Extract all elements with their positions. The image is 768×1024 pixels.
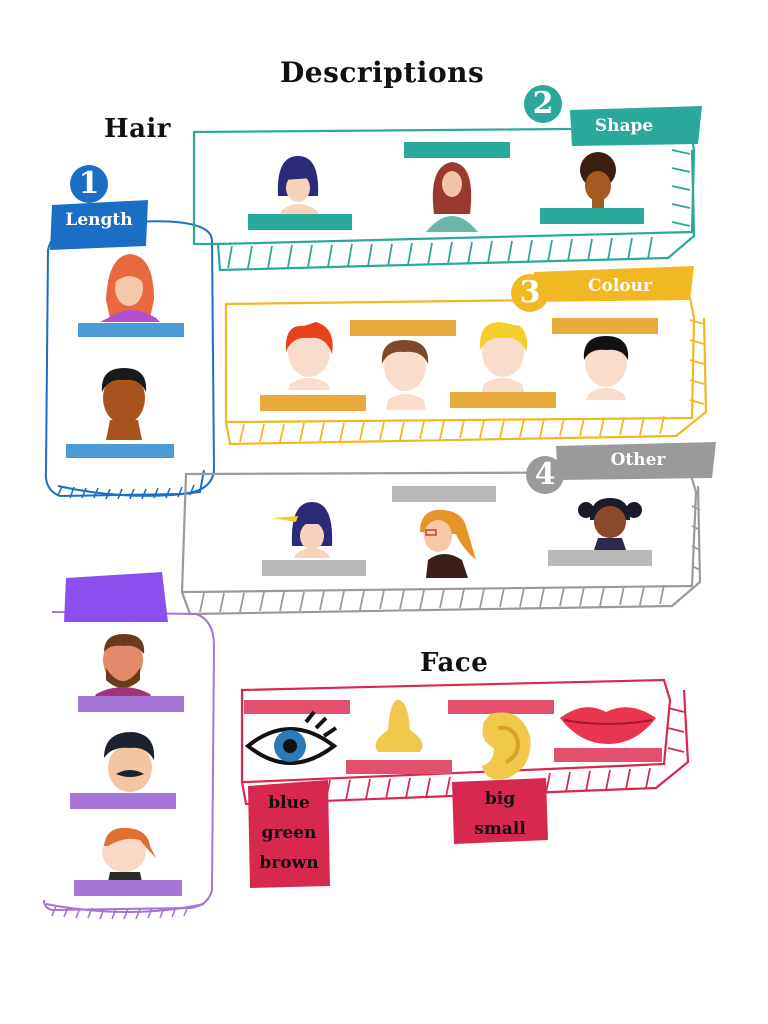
- length-tag-shape: [50, 200, 148, 250]
- avatar-wavy-long-hair: [426, 162, 478, 232]
- colour-label: Colour: [588, 276, 652, 296]
- other-answer-bar-1: [262, 560, 366, 576]
- other-number: 4: [534, 457, 556, 492]
- eye-word-3: brown: [259, 853, 319, 873]
- purple-answer-bar-2: [70, 793, 176, 809]
- colour-number-circle: [511, 274, 549, 312]
- shape-answer-bar-2: [404, 142, 510, 158]
- purple-tag-shape: [64, 572, 168, 622]
- avatar-long-orange-hair: [100, 254, 160, 322]
- avatar-blonde-hair: [479, 322, 528, 392]
- colour-answer-bar-1: [260, 395, 366, 411]
- length-answer-bar-2: [66, 444, 174, 458]
- other-label: Other: [610, 450, 666, 470]
- shape-number-circle: [524, 85, 562, 123]
- face-answer-bar-3: [448, 700, 554, 714]
- face-answer-bar-4: [554, 748, 662, 762]
- ear-word-list: big small: [454, 784, 546, 844]
- shape-number: 2: [532, 86, 554, 121]
- colour-tag-shape: [532, 266, 694, 302]
- avatar-straight-bob: [277, 156, 319, 214]
- avatar-brown-hair: [381, 340, 429, 410]
- avatar-black-hair: [583, 336, 629, 400]
- eye-words-box: [248, 780, 330, 888]
- ear-words-box: [452, 778, 548, 844]
- colour-answer-bar-4: [552, 318, 658, 334]
- colour-answer-bar-3: [450, 392, 556, 408]
- shape-tag-shape: [570, 106, 702, 146]
- length-number-circle: [70, 165, 108, 203]
- face-heading: Face: [420, 648, 489, 678]
- length-answer-bar-1: [78, 323, 184, 337]
- ear-word-2: small: [474, 819, 526, 839]
- other-answer-bar-3: [548, 550, 652, 566]
- other-answer-bar-2: [392, 486, 496, 502]
- other-tag-shape: [556, 442, 716, 480]
- purple-answer-bar-3: [74, 880, 182, 896]
- avatar-short-dark-hair: [101, 368, 147, 440]
- avatar-freckled-face: [102, 827, 156, 882]
- nose-icon: [375, 700, 423, 752]
- purple-panel: [43, 611, 216, 920]
- length-panel: [44, 220, 216, 500]
- eye-word-list: blue green brown: [250, 788, 328, 878]
- hair-heading: Hair: [104, 114, 171, 144]
- ear-icon: [482, 712, 531, 780]
- face-answer-bar-2: [346, 760, 452, 774]
- face-answer-bar-1: [244, 700, 350, 714]
- avatar-moustache-man: [104, 732, 155, 792]
- page-title: Descriptions: [280, 56, 485, 89]
- avatar-bearded-man: [92, 634, 154, 704]
- eye-icon: [244, 710, 338, 765]
- colour-answer-bar-2: [350, 320, 456, 336]
- shape-panel: [192, 126, 696, 272]
- shape-answer-bar-1: [248, 214, 352, 230]
- purple-answer-bar-1: [78, 696, 184, 712]
- ear-word-1: big: [484, 789, 516, 809]
- avatar-ponytail: [420, 509, 476, 578]
- shape-label: Shape: [594, 116, 654, 136]
- avatar-red-hair: [285, 322, 333, 390]
- length-label: Length: [65, 210, 133, 230]
- eye-word-2: green: [261, 823, 317, 843]
- colour-number: 3: [519, 275, 541, 310]
- avatar-fringe-hair: [272, 502, 333, 558]
- lips-icon: [560, 707, 656, 744]
- avatar-pigtails: [578, 498, 642, 550]
- eye-word-1: blue: [268, 793, 310, 813]
- length-number: 1: [78, 166, 100, 201]
- shape-answer-bar-3: [540, 208, 644, 224]
- face-panel: [240, 678, 690, 806]
- avatar-curly-hair: [580, 152, 616, 208]
- other-number-circle: [526, 456, 564, 494]
